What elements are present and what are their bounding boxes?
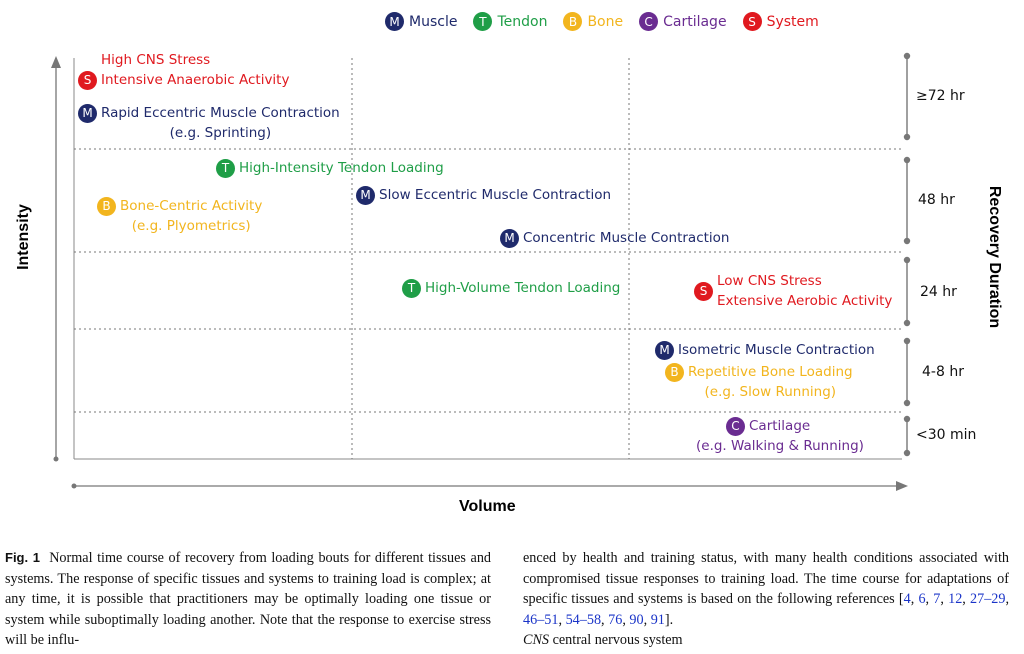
item-high-cns-stress: S High CNS Stress Intensive Anaerobic Ac… xyxy=(78,50,289,90)
item-line: High CNS Stress xyxy=(101,52,211,68)
muscle-badge-icon: M xyxy=(655,340,674,360)
legend-label: Muscle xyxy=(409,13,458,30)
item-line: Isometric Muscle Contraction xyxy=(678,342,875,358)
legend-item-muscle: M Muscle xyxy=(385,12,457,31)
reference-link[interactable]: 76 xyxy=(608,611,623,628)
tendon-badge-icon: T xyxy=(216,158,235,178)
reference-link[interactable]: 4 xyxy=(903,591,911,607)
item-high-intensity-tendon: T High-Intensity Tendon Loading xyxy=(216,158,444,178)
bone-badge-icon: B xyxy=(97,196,116,216)
legend-label: Bone xyxy=(587,13,624,30)
recovery-duration-title: Recovery Duration xyxy=(986,185,1003,329)
muscle-badge-icon: M xyxy=(500,228,519,248)
muscle-badge-icon: M xyxy=(356,185,375,205)
item-low-cns-stress: S Low CNS Stress Extensive Aerobic Activ… xyxy=(694,271,892,311)
reference-link[interactable]: 7 xyxy=(933,591,941,607)
cartilage-badge-icon: C xyxy=(639,12,659,31)
cartilage-badge-icon: C xyxy=(726,416,745,436)
reference-link[interactable]: 12 xyxy=(948,591,963,607)
legend-label: Cartilage xyxy=(663,13,727,30)
system-badge-icon: S xyxy=(742,12,762,31)
caption-text: enced by health and training status, wit… xyxy=(523,550,1009,607)
item-line: (e.g. Slow Running) xyxy=(704,384,837,400)
legend-item-bone: B Bone xyxy=(563,12,623,31)
item-high-volume-tendon: T High-Volume Tendon Loading xyxy=(402,278,620,298)
item-line: (e.g. Plyometrics) xyxy=(131,218,251,234)
item-line: Cartilage xyxy=(749,418,811,434)
recovery-band-24hr: 24 hr xyxy=(920,284,957,300)
x-axis-title: Volume xyxy=(459,498,516,515)
tendon-badge-icon: T xyxy=(473,12,493,31)
recovery-band-30min: <30 min xyxy=(916,427,977,443)
legend: M Muscle T Tendon B Bone C Cartilage S S… xyxy=(385,12,835,31)
item-line: (e.g. Walking & Running) xyxy=(696,438,864,454)
item-line: Repetitive Bone Loading xyxy=(688,364,853,380)
recovery-band-72hr: ≥72 hr xyxy=(916,88,965,104)
reference-link[interactable]: 6 xyxy=(918,591,926,607)
caption-left: Fig. 1 Normal time course of recovery fr… xyxy=(5,548,491,651)
item-bone-centric: B Bone-Centric Activity (e.g. Plyometric… xyxy=(97,196,262,236)
reference-link[interactable]: 46–51 xyxy=(523,611,559,628)
legend-item-system: S System xyxy=(742,12,819,31)
item-line: Rapid Eccentric Muscle Contraction xyxy=(101,105,340,121)
item-line: High-Intensity Tendon Loading xyxy=(239,160,444,176)
y-axis-title: Intensity xyxy=(15,204,32,270)
item-line: Concentric Muscle Contraction xyxy=(523,230,730,246)
system-badge-icon: S xyxy=(78,70,97,90)
recovery-band-4-8hr: 4-8 hr xyxy=(922,364,964,380)
muscle-badge-icon: M xyxy=(78,103,97,123)
caption-text: Normal time course of recovery from load… xyxy=(5,550,492,648)
item-cartilage: C Cartilage (e.g. Walking & Running) xyxy=(696,416,864,456)
system-badge-icon: S xyxy=(694,281,713,301)
caption-right: enced by health and training status, wit… xyxy=(523,550,1010,648)
muscle-badge-icon: M xyxy=(385,12,404,31)
item-repetitive-bone: B Repetitive Bone Loading (e.g. Slow Run… xyxy=(665,362,853,402)
reference-link[interactable]: 91 xyxy=(650,611,665,628)
item-line: Extensive Aerobic Activity xyxy=(717,293,893,309)
reference-link[interactable]: 90 xyxy=(629,611,644,628)
legend-label: System xyxy=(766,13,819,30)
abbreviation-term: CNS xyxy=(523,632,550,648)
bone-badge-icon: B xyxy=(563,12,583,31)
reference-link[interactable]: 27–29 xyxy=(970,591,1006,607)
item-line: Bone-Centric Activity xyxy=(120,198,263,214)
item-line: High-Volume Tendon Loading xyxy=(425,280,621,296)
abbreviation-definition: central nervous system xyxy=(549,632,683,648)
caption-text: ]. xyxy=(664,611,674,628)
item-line: Intensive Anaerobic Activity xyxy=(101,72,290,88)
tendon-badge-icon: T xyxy=(402,278,421,298)
item-concentric: M Concentric Muscle Contraction xyxy=(500,228,729,248)
recovery-band-48hr: 48 hr xyxy=(918,192,955,208)
legend-item-tendon: T Tendon xyxy=(473,12,547,31)
reference-link[interactable]: 54–58 xyxy=(565,611,602,628)
bone-badge-icon: B xyxy=(665,362,684,382)
legend-item-cartilage: C Cartilage xyxy=(639,12,727,31)
legend-label: Tendon xyxy=(497,13,548,30)
item-line: Low CNS Stress xyxy=(717,273,822,289)
item-rapid-eccentric: M Rapid Eccentric Muscle Contraction (e.… xyxy=(78,103,340,143)
item-slow-eccentric: M Slow Eccentric Muscle Contraction xyxy=(356,185,611,205)
item-line: Slow Eccentric Muscle Contraction xyxy=(379,187,612,203)
item-isometric: M Isometric Muscle Contraction xyxy=(655,340,875,360)
item-line: (e.g. Sprinting) xyxy=(169,125,272,141)
figure-number: Fig. 1 xyxy=(5,550,40,565)
